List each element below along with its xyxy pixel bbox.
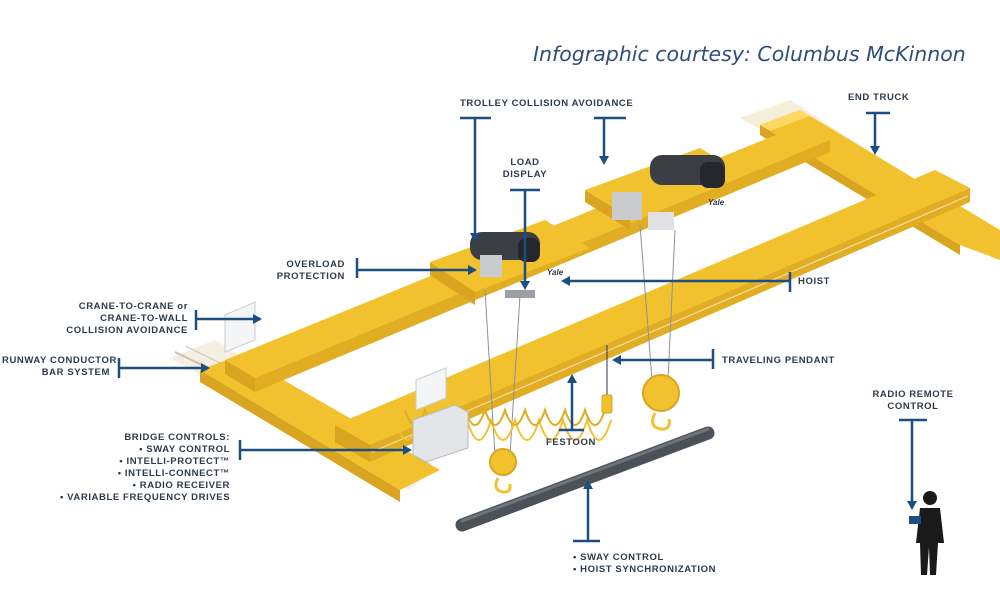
operator-silhouette xyxy=(909,491,944,575)
svg-text:Yale: Yale xyxy=(708,198,725,207)
bridge-girder-front xyxy=(335,170,970,462)
label-traveling-pendant: TRAVELING PENDANT xyxy=(722,355,835,366)
svg-text:Yale: Yale xyxy=(547,268,564,277)
collision-sensor-panel xyxy=(224,301,256,353)
bridge-controls-panel xyxy=(412,367,469,463)
label-hoist: HOIST xyxy=(798,276,831,287)
image-credit: Infographic courtesy: Columbus McKinnon xyxy=(533,42,966,66)
hook-block-left xyxy=(489,448,517,494)
label-bridge-controls: BRIDGE CONTROLS: • SWAY CONTROL • INTELL… xyxy=(60,432,231,503)
label-sway-hoist-sync: • SWAY CONTROL • HOIST SYNCHRONIZATION xyxy=(573,552,717,575)
trolley-front: Yale xyxy=(430,220,590,305)
label-trolley-collision-avoidance: TROLLEY COLLISION AVOIDANCE xyxy=(460,98,634,109)
traveling-pendant xyxy=(601,345,613,414)
callout-lines xyxy=(117,111,927,543)
label-overload-protection: OVERLOAD PROTECTION xyxy=(276,259,345,282)
label-end-truck: END TRUCK xyxy=(848,92,910,103)
callout-arrowheads xyxy=(201,146,917,510)
hook-block-right xyxy=(642,374,680,431)
label-radio-remote-control: RADIO REMOTE CONTROL xyxy=(872,389,954,412)
label-load-display: LOAD DISPLAY xyxy=(502,157,548,180)
trolley-back: Yale xyxy=(585,148,745,230)
label-crane-collision-avoidance: CRANE-TO-CRANE or CRANE-TO-WALL COLLISIO… xyxy=(66,301,188,336)
load-bar xyxy=(455,426,715,532)
label-festoon: FESTOON xyxy=(546,437,596,448)
label-runway-conductor-bar: RUNWAY CONDUCTOR BAR SYSTEM xyxy=(2,355,117,378)
